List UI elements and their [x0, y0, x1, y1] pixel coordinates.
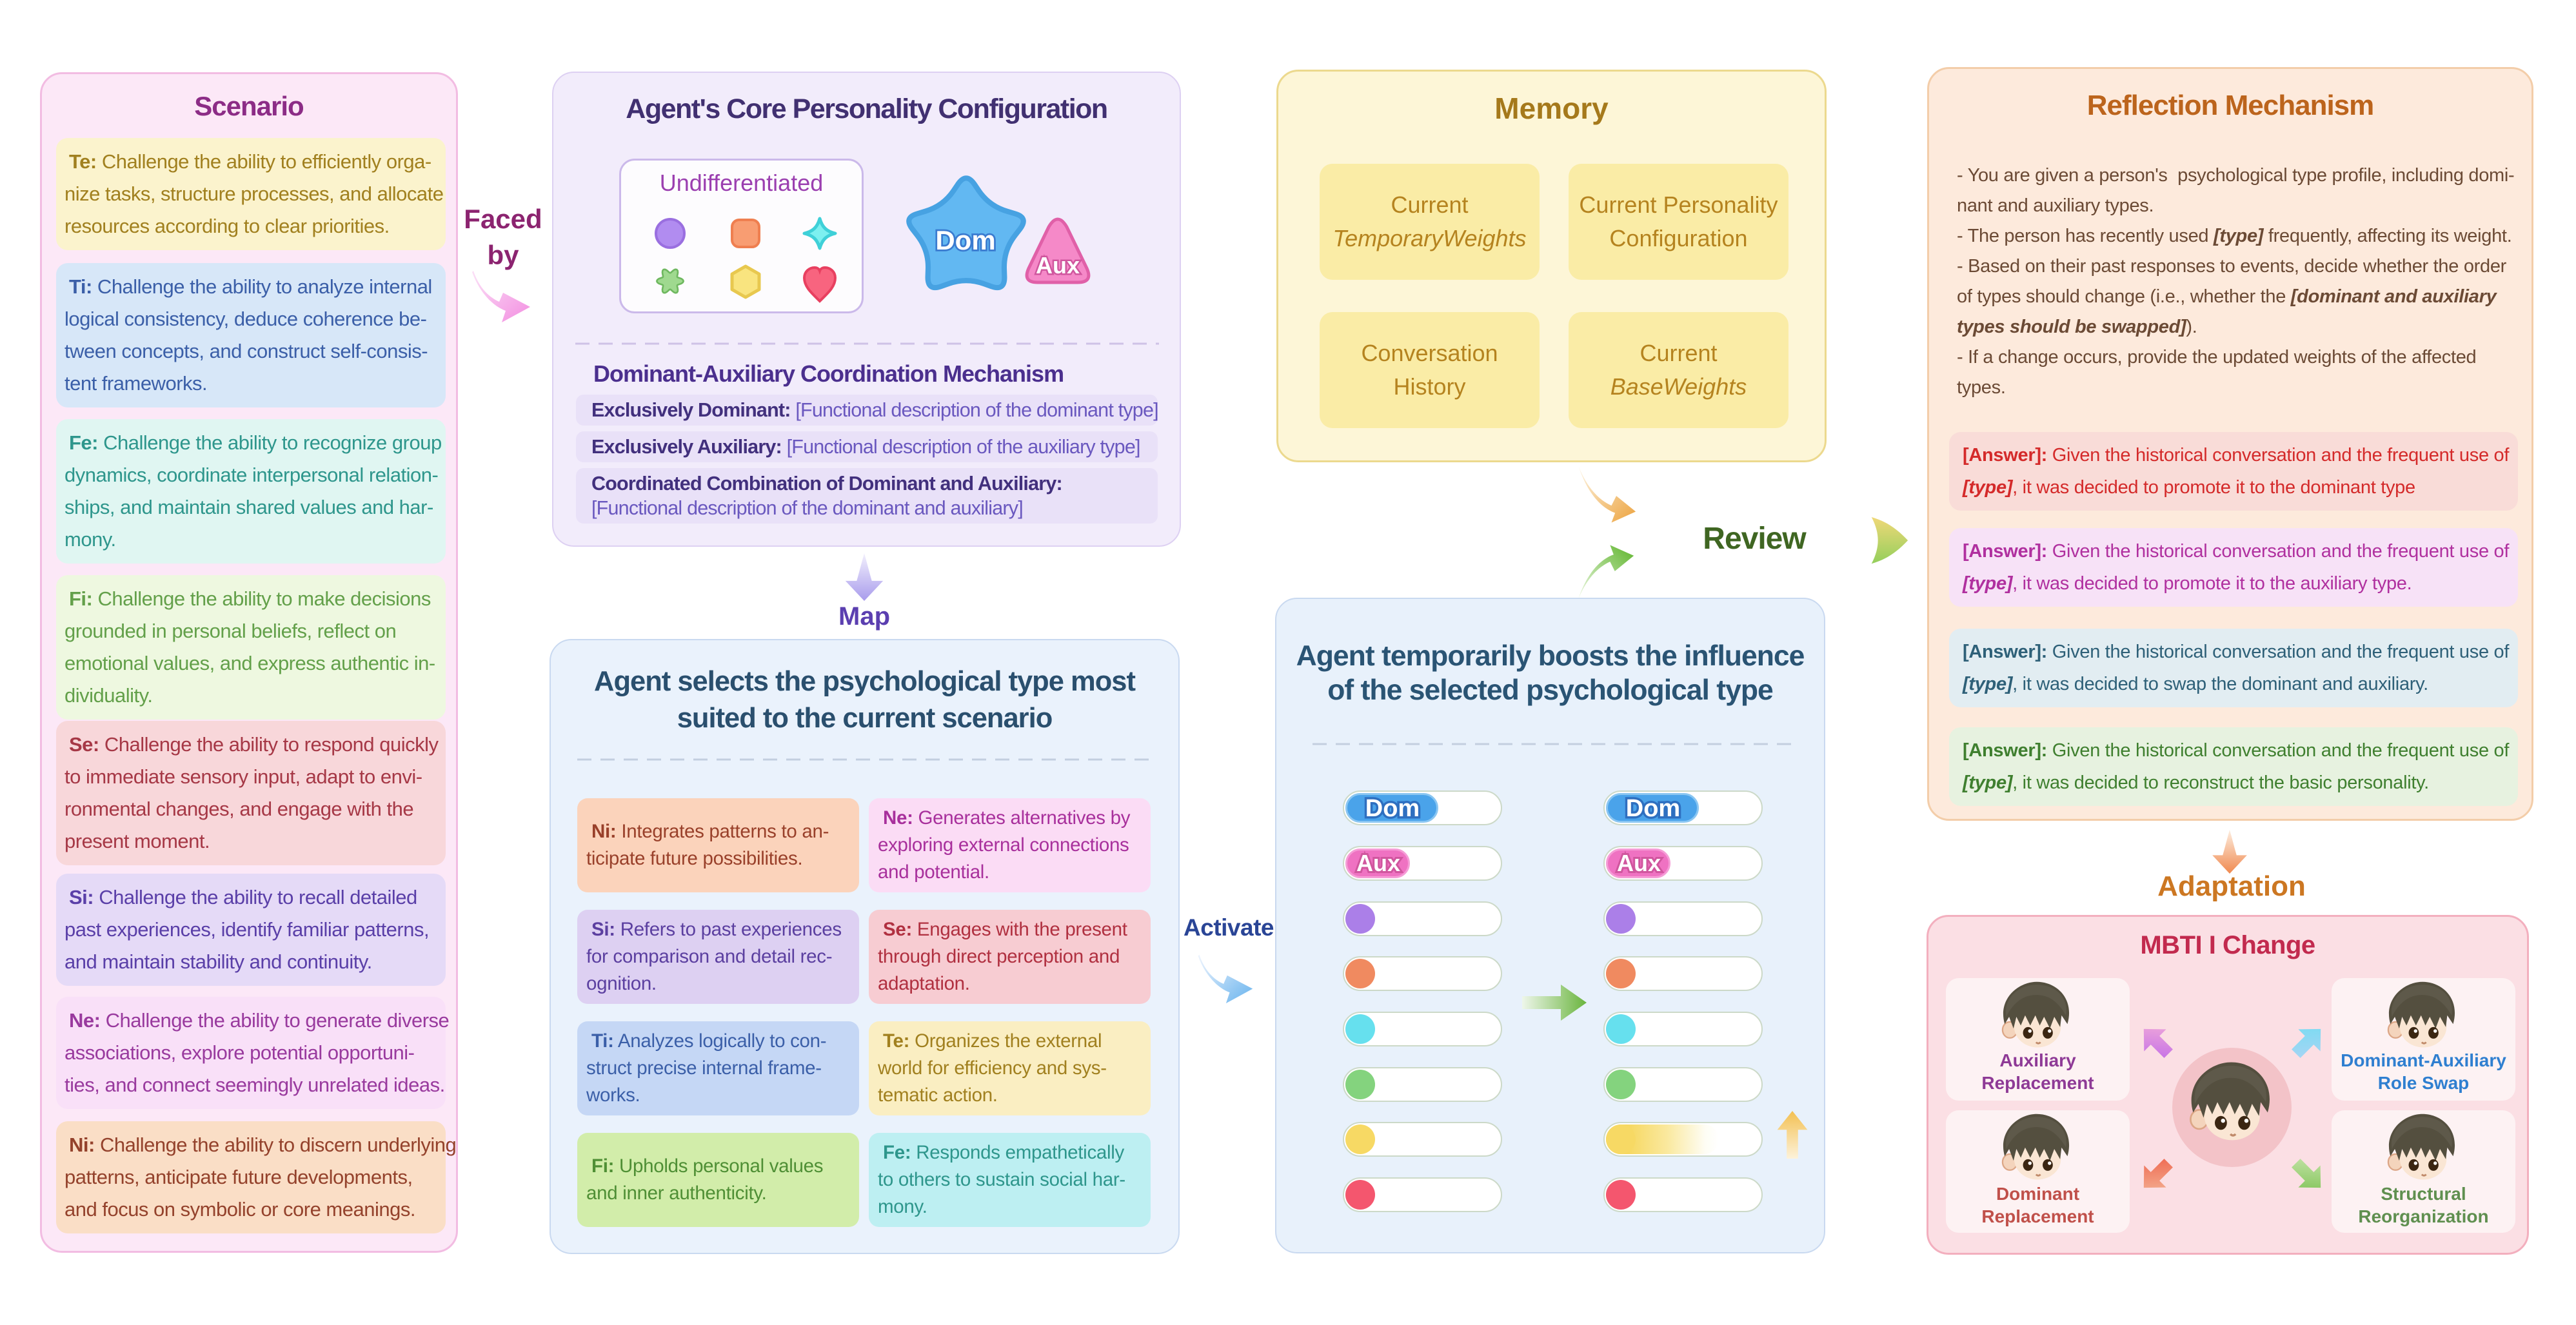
svg-text:Aux: Aux [1036, 252, 1080, 279]
svg-text:Dom: Dom [935, 225, 995, 255]
svg-text:Dom: Dom [1365, 795, 1420, 822]
svg-text:Aux: Aux [1356, 850, 1400, 876]
svg-text:Dom: Dom [1626, 795, 1680, 822]
svg-text:Aux: Aux [1617, 850, 1661, 876]
